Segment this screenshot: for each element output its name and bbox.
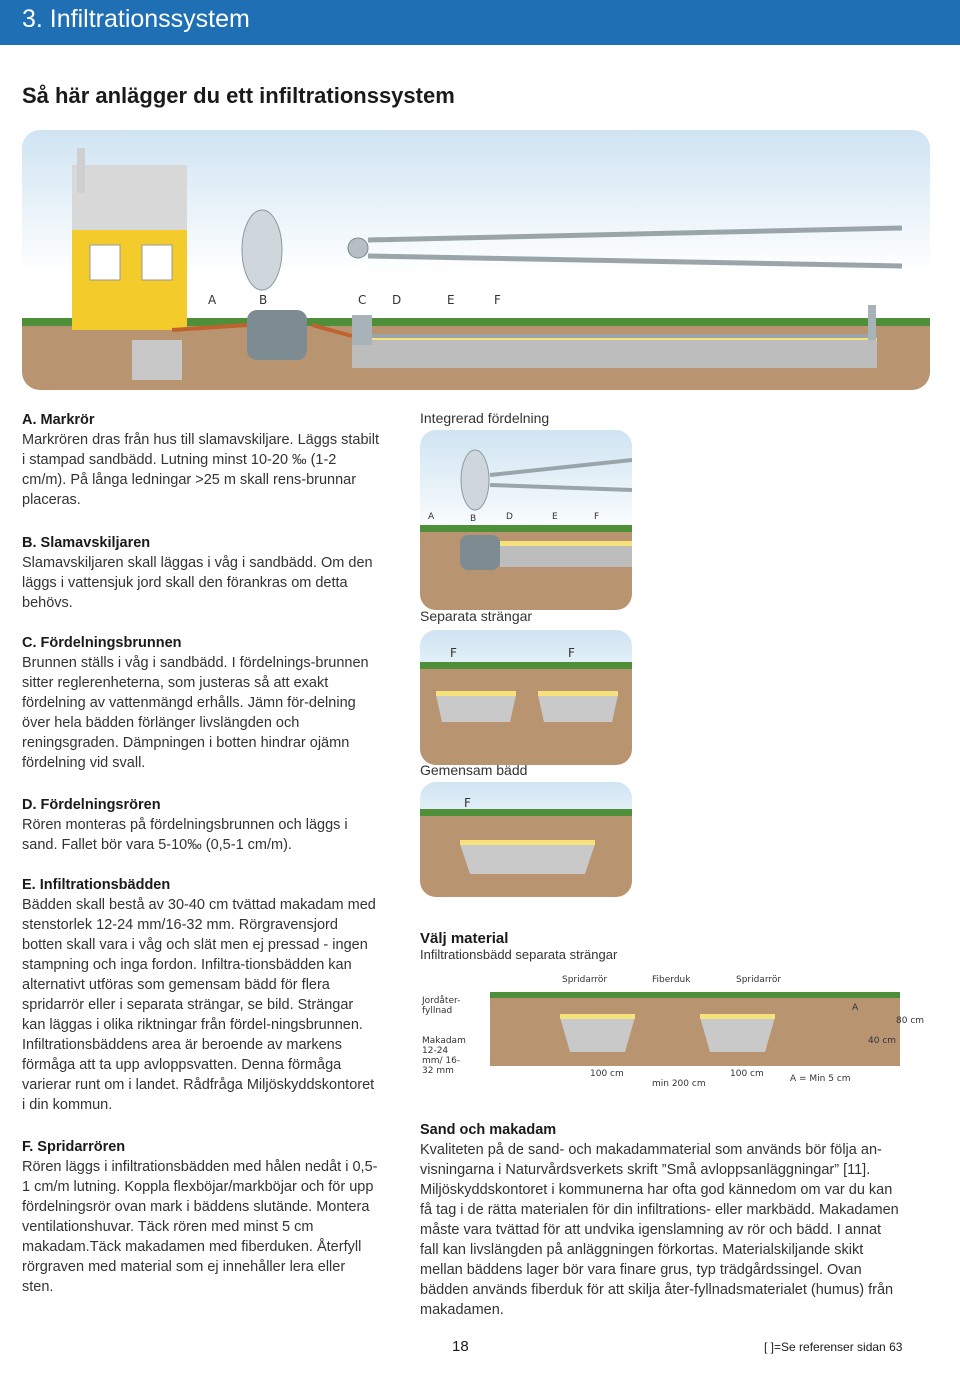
diagram-label-a: A <box>208 293 217 307</box>
header-bar <box>0 0 960 45</box>
section-d-heading: D. Fördelningsrören <box>22 797 161 813</box>
section-c-heading: C. Fördelningsbrunnen <box>22 635 182 651</box>
integrerad-label-b: B <box>470 514 477 524</box>
section-b-text: Slamavskiljaren skall läggas i våg i san… <box>22 555 373 611</box>
section-a-heading: A. Markrör <box>22 412 95 428</box>
material-label-a: A <box>852 1003 859 1013</box>
installation-illustration <box>22 148 930 390</box>
integrerad-label-f: F <box>594 512 600 522</box>
integrerad-label-e: E <box>552 512 558 522</box>
section-b: B. Slamavskiljaren Slamavskiljaren skall… <box>22 533 380 613</box>
section-e-heading: E. Infiltrationsbädden <box>22 877 171 893</box>
diagram-label-c: C <box>358 293 367 307</box>
material-label-min200: min 200 cm <box>652 1079 706 1089</box>
section-c-text: Brunnen ställs i våg i sandbädd. I förde… <box>22 655 369 771</box>
integrerad-label-a: A <box>428 512 435 522</box>
integrerad-label-d: D <box>506 512 513 522</box>
material-illustration <box>490 992 900 1066</box>
gemensam-label-f: F <box>464 796 471 810</box>
diagram-label-e: E <box>447 293 455 307</box>
section-c: C. Fördelningsbrunnen Brunnen ställs i v… <box>22 633 380 773</box>
section-f-text: Rören läggs i infiltrationsbädden med hå… <box>22 1159 378 1295</box>
diagram-label-b: B <box>259 293 268 307</box>
separata-illustration <box>420 662 632 765</box>
gemensam-illustration <box>420 809 632 897</box>
reference-note: [ ]=Se referenser sidan 63 <box>764 1340 903 1354</box>
page-header-title: 3. Infiltrationssystem <box>22 5 250 33</box>
integrerad-caption: Integrerad fördelning <box>420 410 550 426</box>
page-subtitle: Så här anlägger du ett infiltrationssyst… <box>22 83 455 108</box>
section-e: E. Infiltrationsbädden Bädden skall best… <box>22 875 380 1115</box>
section-d: D. Fördelningsrören Rören monteras på fö… <box>22 795 380 855</box>
material-label-jordaterfyllnad: Jordåter-fyllnad <box>422 996 461 1016</box>
page-number: 18 <box>452 1338 469 1355</box>
separata-label-f1: F <box>450 646 457 660</box>
material-label-spridarror2: Spridarrör <box>736 975 782 985</box>
sand-section: Sand och makadam Kvaliteten på de sand- … <box>420 1120 900 1320</box>
material-label-fiberduk: Fiberduk <box>652 975 691 985</box>
material-figure: Spridarrör Fiberduk Spridarrör Jordåter-… <box>420 972 940 1092</box>
material-label-amin: A = Min 5 cm <box>790 1074 851 1084</box>
integrerad-illustration <box>420 449 632 610</box>
gemensam-caption: Gemensam bädd <box>420 762 528 778</box>
material-label-100cm-a: 100 cm <box>590 1069 624 1079</box>
material-label-100cm-b: 100 cm <box>730 1069 764 1079</box>
main-installation-diagram: A B C D E F <box>22 130 930 390</box>
section-b-heading: B. Slamavskiljaren <box>22 535 151 551</box>
section-f-heading: F. Spridarrören <box>22 1139 126 1155</box>
gemensam-figure: F <box>420 782 632 897</box>
material-label-40cm: 40 cm <box>868 1036 897 1046</box>
separata-figure: F F <box>420 630 632 765</box>
section-f: F. Spridarrören Rören läggs i infiltrati… <box>22 1137 380 1297</box>
section-d-text: Rören monteras på fördelningsbrunnen och… <box>22 817 348 853</box>
material-section: Välj material Infiltrationsbädd separata… <box>420 930 940 962</box>
material-heading: Välj material <box>420 930 509 947</box>
section-a-text: Markrören dras från hus till slamavskilj… <box>22 432 379 508</box>
separata-caption: Separata strängar <box>420 608 533 624</box>
section-e-text: Bädden skall bestå av 30-40 cm tvättad m… <box>22 897 376 1113</box>
sand-text: Kvaliteten på de sand- och makadammateri… <box>420 1142 899 1318</box>
material-subheading: Infiltrationsbädd separata strängar <box>420 947 618 962</box>
section-a: A. Markrör Markrören dras från hus till … <box>22 410 380 510</box>
material-label-80cm: 80 cm <box>896 1016 925 1026</box>
material-label-makadam: Makadam 12-24 mm/ 16-32 mm <box>422 1036 466 1076</box>
integrerad-figure: A B D E F <box>420 430 632 610</box>
sand-heading: Sand och makadam <box>420 1122 557 1138</box>
diagram-label-d: D <box>392 293 402 307</box>
material-label-spridarror1: Spridarrör <box>562 975 608 985</box>
diagram-label-f: F <box>494 293 501 307</box>
separata-label-f2: F <box>568 646 575 660</box>
